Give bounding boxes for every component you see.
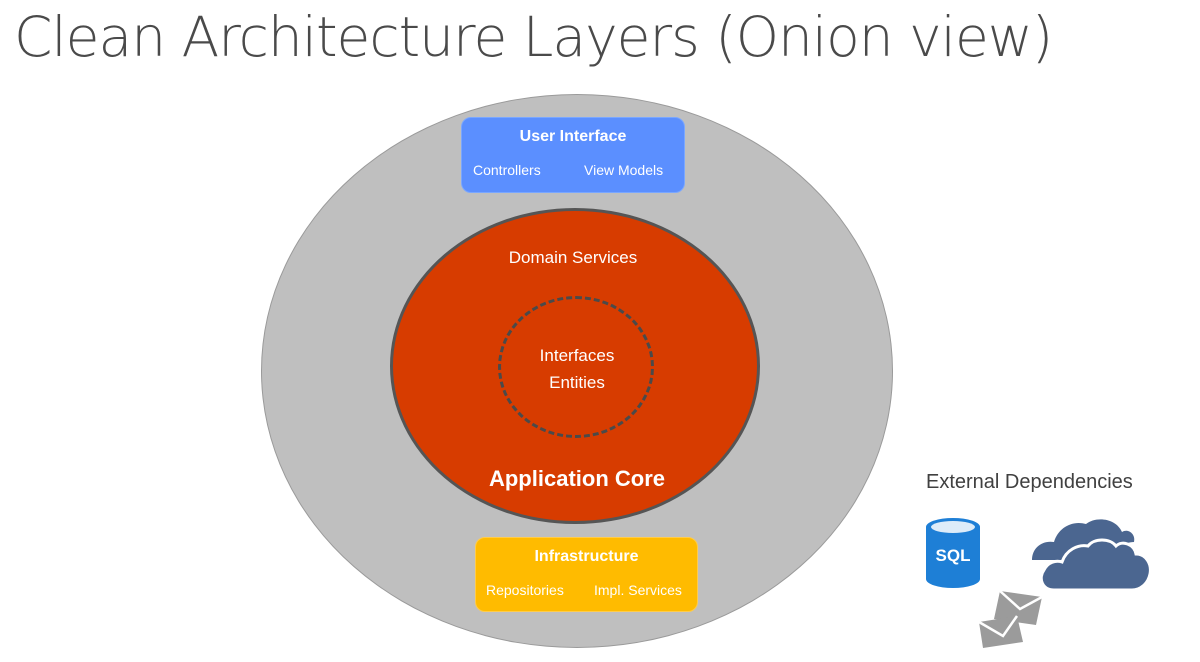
entities-label: Entities bbox=[549, 373, 605, 392]
sql-text: SQL bbox=[936, 546, 971, 565]
infrastructure-title: Infrastructure bbox=[534, 548, 639, 565]
infrastructure-box: Infrastructure Repositories Impl. Servic… bbox=[475, 537, 698, 612]
user-interface-title: User Interface bbox=[519, 128, 627, 145]
user-interface-box: User Interface Controllers View Models bbox=[461, 117, 685, 193]
page-title: Clean Architecture Layers (Onion view) bbox=[14, 5, 1053, 69]
domain-services-label: Domain Services bbox=[508, 248, 638, 267]
interfaces-label: Interfaces bbox=[539, 346, 615, 365]
impl-services-label: Impl. Services bbox=[594, 582, 682, 598]
external-dependencies-label: External Dependencies bbox=[926, 471, 1133, 493]
cloud-icon bbox=[1032, 519, 1152, 592]
application-core-label: Application Core bbox=[488, 466, 665, 491]
mail-icon-secondary bbox=[978, 615, 1023, 648]
domain-model-dashed-circle bbox=[498, 296, 654, 438]
controllers-label: Controllers bbox=[473, 162, 541, 178]
database-icon: SQL bbox=[926, 518, 980, 588]
repositories-label: Repositories bbox=[486, 582, 564, 598]
view-models-label: View Models bbox=[584, 162, 664, 178]
mail-icon bbox=[994, 590, 1043, 625]
